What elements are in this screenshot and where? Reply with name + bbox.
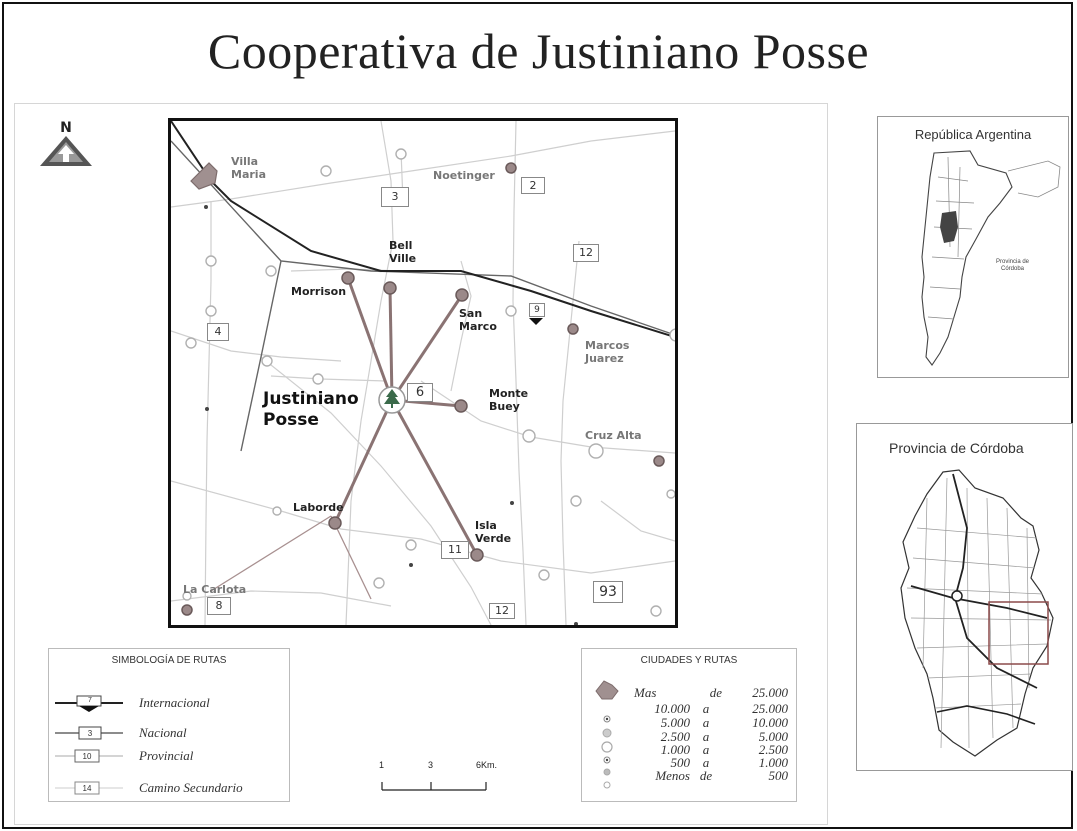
route-6: 6: [407, 383, 433, 402]
city-legend-4-c: 2.500: [758, 742, 788, 757]
city-san-marco: San Marco: [459, 307, 497, 333]
route-2: 2: [521, 177, 545, 194]
city-bell-ville: Bell Ville: [389, 239, 417, 265]
route-8: 8: [207, 597, 231, 615]
city-legend-0-c: 25.000: [752, 685, 788, 700]
city-legend-1-b: a: [702, 701, 710, 716]
route-12-north: 12: [573, 244, 599, 262]
city-laborde: Laborde: [293, 501, 344, 514]
scale-label-1: 1: [379, 760, 385, 770]
legend-route-num-4: 14: [82, 784, 92, 793]
city-legend-3-a: 2.500: [660, 729, 690, 744]
route-11: 11: [441, 541, 469, 559]
inset-cordoba: Provincia de Córdoba: [856, 423, 1073, 771]
legend-route-label-4: Camino Secundario: [139, 780, 243, 795]
city-legend-3-b: a: [702, 729, 710, 744]
legend-route-label-3: Provincial: [139, 748, 194, 763]
city-cruz-alta: Cruz Alta: [585, 429, 642, 442]
city-legend-5-a: 500: [670, 755, 691, 770]
city-legend-5-b: a: [702, 755, 710, 770]
legend-route-label-1: Internacional: [139, 695, 210, 710]
scale-bar: 1 3 6Km.: [376, 758, 498, 798]
city-legend-1-a: 10.000: [654, 701, 690, 716]
inset-argentina-title: República Argentina: [914, 127, 1032, 142]
city-legend-0-a: Mas: [634, 685, 657, 700]
city-morrison: Morrison: [291, 285, 347, 298]
inset-province-label: Provincia de Córdoba: [996, 259, 1030, 272]
inset-argentina: República Argentina Provincia de Córdoba: [877, 116, 1069, 378]
city-noetinger: Noetinger: [433, 169, 495, 182]
city-legend-2-c: 10.000: [752, 715, 788, 730]
city-villa-maria: Villa Maria: [231, 155, 266, 181]
legend-cities-title: CIUDADES Y RUTAS: [640, 655, 738, 666]
legend-route-num-3: 10: [82, 752, 92, 761]
route-4: 4: [207, 323, 229, 341]
city-legend-6-c: 500: [768, 768, 789, 783]
north-arrow-label: N: [60, 120, 72, 136]
scale-label-3: 3: [428, 760, 434, 770]
city-monte-buey: Monte Buey: [489, 387, 529, 413]
legend-route-label-2: Nacional: [139, 725, 187, 740]
main-frame: [14, 103, 828, 825]
city-legend-4-b: a: [702, 742, 710, 757]
legend-cities: CIUDADES Y RUTAS Mas de 25.000 10.000 a …: [581, 648, 797, 802]
route-3: 3: [381, 187, 409, 207]
route-9: 9: [529, 303, 545, 317]
city-legend-2-a: 5.000: [660, 715, 690, 730]
route-93: 93: [593, 581, 623, 603]
center-justiniano-posse: Justiniano Posse: [263, 389, 359, 430]
city-legend-6-b: de: [699, 768, 713, 783]
north-arrow: N: [36, 120, 96, 172]
city-legend-3-c: 5.000: [758, 729, 788, 744]
route-12-south: 12: [489, 603, 515, 619]
city-la-carlota: La Carlota: [183, 583, 247, 596]
city-legend-0-b: de: [709, 685, 722, 700]
city-legend-4-a: 1.000: [660, 742, 690, 757]
city-legend-5-c: 1.000: [758, 755, 788, 770]
city-isla-verde: Isla Verde: [475, 519, 512, 545]
page-title: Cooperativa de Justiniano Posse: [207, 23, 870, 79]
legend-routes: SIMBOLOGÍA DE RUTAS 7 3 10 14 Internacio…: [48, 648, 290, 802]
legend-route-num-1: 7: [88, 697, 92, 704]
main-map: Villa Maria Noetinger Bell Ville Morriso…: [168, 118, 678, 628]
legend-routes-title: SIMBOLOGÍA DE RUTAS: [111, 655, 227, 666]
city-legend-6-a: Menos: [655, 768, 690, 783]
legend-route-num-2: 3: [87, 729, 93, 738]
city-marcos-juarez: Marcos Juarez: [585, 339, 630, 365]
inset-cordoba-title: Provincia de Córdoba: [889, 440, 1024, 456]
scale-label-6: 6Km.: [476, 760, 498, 770]
city-legend-1-c: 25.000: [752, 701, 788, 716]
city-legend-2-b: a: [702, 715, 710, 730]
